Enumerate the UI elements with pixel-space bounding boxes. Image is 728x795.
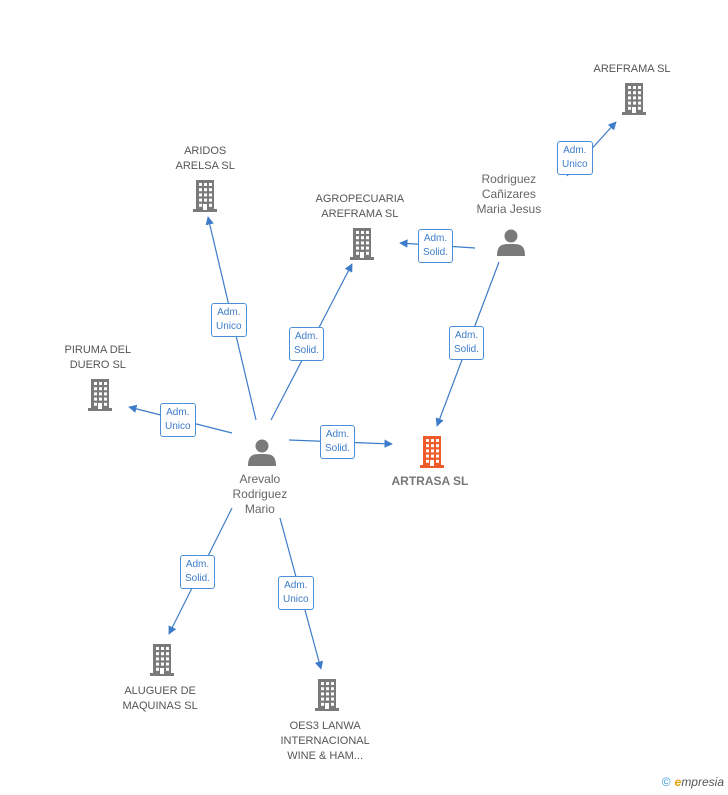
node-label-line: ARIDOS	[184, 145, 227, 157]
edge-role-text: Solid.	[294, 345, 320, 356]
edge-role-badge[interactable]: Adm. Solid.	[180, 555, 216, 589]
edge-role-text: Unico	[562, 159, 588, 170]
node-label-line: PIRUMA DEL	[64, 344, 132, 356]
edge-role-text: Adm.	[284, 580, 308, 591]
copyright-icon: ©	[661, 775, 671, 789]
node-label-line: ARELSA SL	[175, 160, 235, 172]
node-label-aluguer[interactable]: ALUGUER DE MAQUINAS SL	[123, 684, 198, 714]
node-label-line: OES3 LANWA	[289, 720, 361, 732]
node-label-line: Cañizares	[481, 187, 536, 201]
person-icon[interactable]	[497, 229, 525, 257]
node-label-line: DUERO SL	[69, 359, 126, 371]
node-label-line: Maria Jesus	[476, 202, 542, 216]
building-icon[interactable]	[622, 83, 646, 115]
building-icon[interactable]	[150, 644, 174, 676]
node-label-line: MAQUINAS SL	[122, 700, 198, 712]
node-label-line: INTERNACIONAL	[280, 735, 370, 747]
edge-role-badge[interactable]: Adm. Unico	[211, 303, 247, 337]
edge-role-text: Solid.	[454, 344, 480, 355]
node-label-line: ARTRASA SL	[391, 474, 469, 488]
node-label-piruma[interactable]: PIRUMA DEL DUERO SL	[65, 343, 132, 373]
edge-role-text: Solid.	[325, 443, 351, 454]
edge-role-text: Solid.	[185, 573, 211, 584]
edge-role-text: Adm.	[217, 307, 241, 318]
edge-role-text: Unico	[165, 421, 191, 432]
edge-role-text: Adm.	[454, 330, 479, 341]
edge-role-text: Adm.	[325, 429, 350, 440]
edge-role-badge[interactable]: Adm. Solid.	[449, 326, 485, 360]
node-label-agropecuaria[interactable]: AGROPECUARIA AREFRAMA SL	[316, 192, 405, 222]
edge-role-text: Adm.	[294, 331, 319, 342]
node-label-aridos[interactable]: ARIDOS ARELSA SL	[176, 144, 235, 174]
node-label-line: Rodriguez	[481, 172, 537, 186]
edge-role-badge[interactable]: Adm. Unico	[557, 141, 593, 175]
person-icon[interactable]	[248, 439, 276, 467]
node-label-line: WINE & HAM...	[287, 750, 364, 762]
node-label-oes3[interactable]: OES3 LANWA INTERNACIONAL WINE & HAM...	[281, 719, 370, 764]
building-icon[interactable]	[350, 228, 374, 260]
node-label-line: ALUGUER DE	[124, 685, 196, 697]
brand-logo: ©empresia	[661, 775, 724, 789]
edge-role-text: Adm.	[166, 407, 190, 418]
node-label-line: AGROPECUARIA	[315, 193, 405, 205]
building-icon[interactable]	[315, 679, 339, 711]
node-label-line: Arevalo	[239, 472, 281, 486]
node-label-line: AREFRAMA SL	[321, 208, 399, 220]
edge-role-text: Adm.	[423, 233, 448, 244]
building-icon[interactable]	[88, 379, 112, 411]
node-label-line: AREFRAMA SL	[593, 63, 671, 75]
edge-role-text: Solid.	[423, 247, 449, 258]
edge-role-badge[interactable]: Adm. Solid.	[289, 327, 325, 361]
node-label-areframa[interactable]: AREFRAMA SL	[594, 62, 671, 77]
building-icon[interactable]	[420, 436, 444, 468]
edge-role-text: Unico	[283, 594, 309, 605]
building-icon[interactable]	[193, 180, 217, 212]
edge-role-badge[interactable]: Adm. Unico	[278, 576, 314, 610]
edge-role-text: Adm.	[185, 559, 210, 570]
edge-role-text: Adm.	[563, 145, 587, 156]
edge-role-badge[interactable]: Adm. Unico	[160, 403, 196, 437]
edge-role-text: Unico	[216, 321, 242, 332]
edge-role-badge[interactable]: Adm. Solid.	[418, 229, 454, 263]
node-label-line: Mario	[244, 502, 275, 516]
edge-role-badge[interactable]: Adm. Solid.	[320, 425, 356, 459]
node-label-line: Rodriguez	[232, 487, 288, 501]
node-label-artrasa[interactable]: ARTRASA SL	[392, 474, 469, 489]
